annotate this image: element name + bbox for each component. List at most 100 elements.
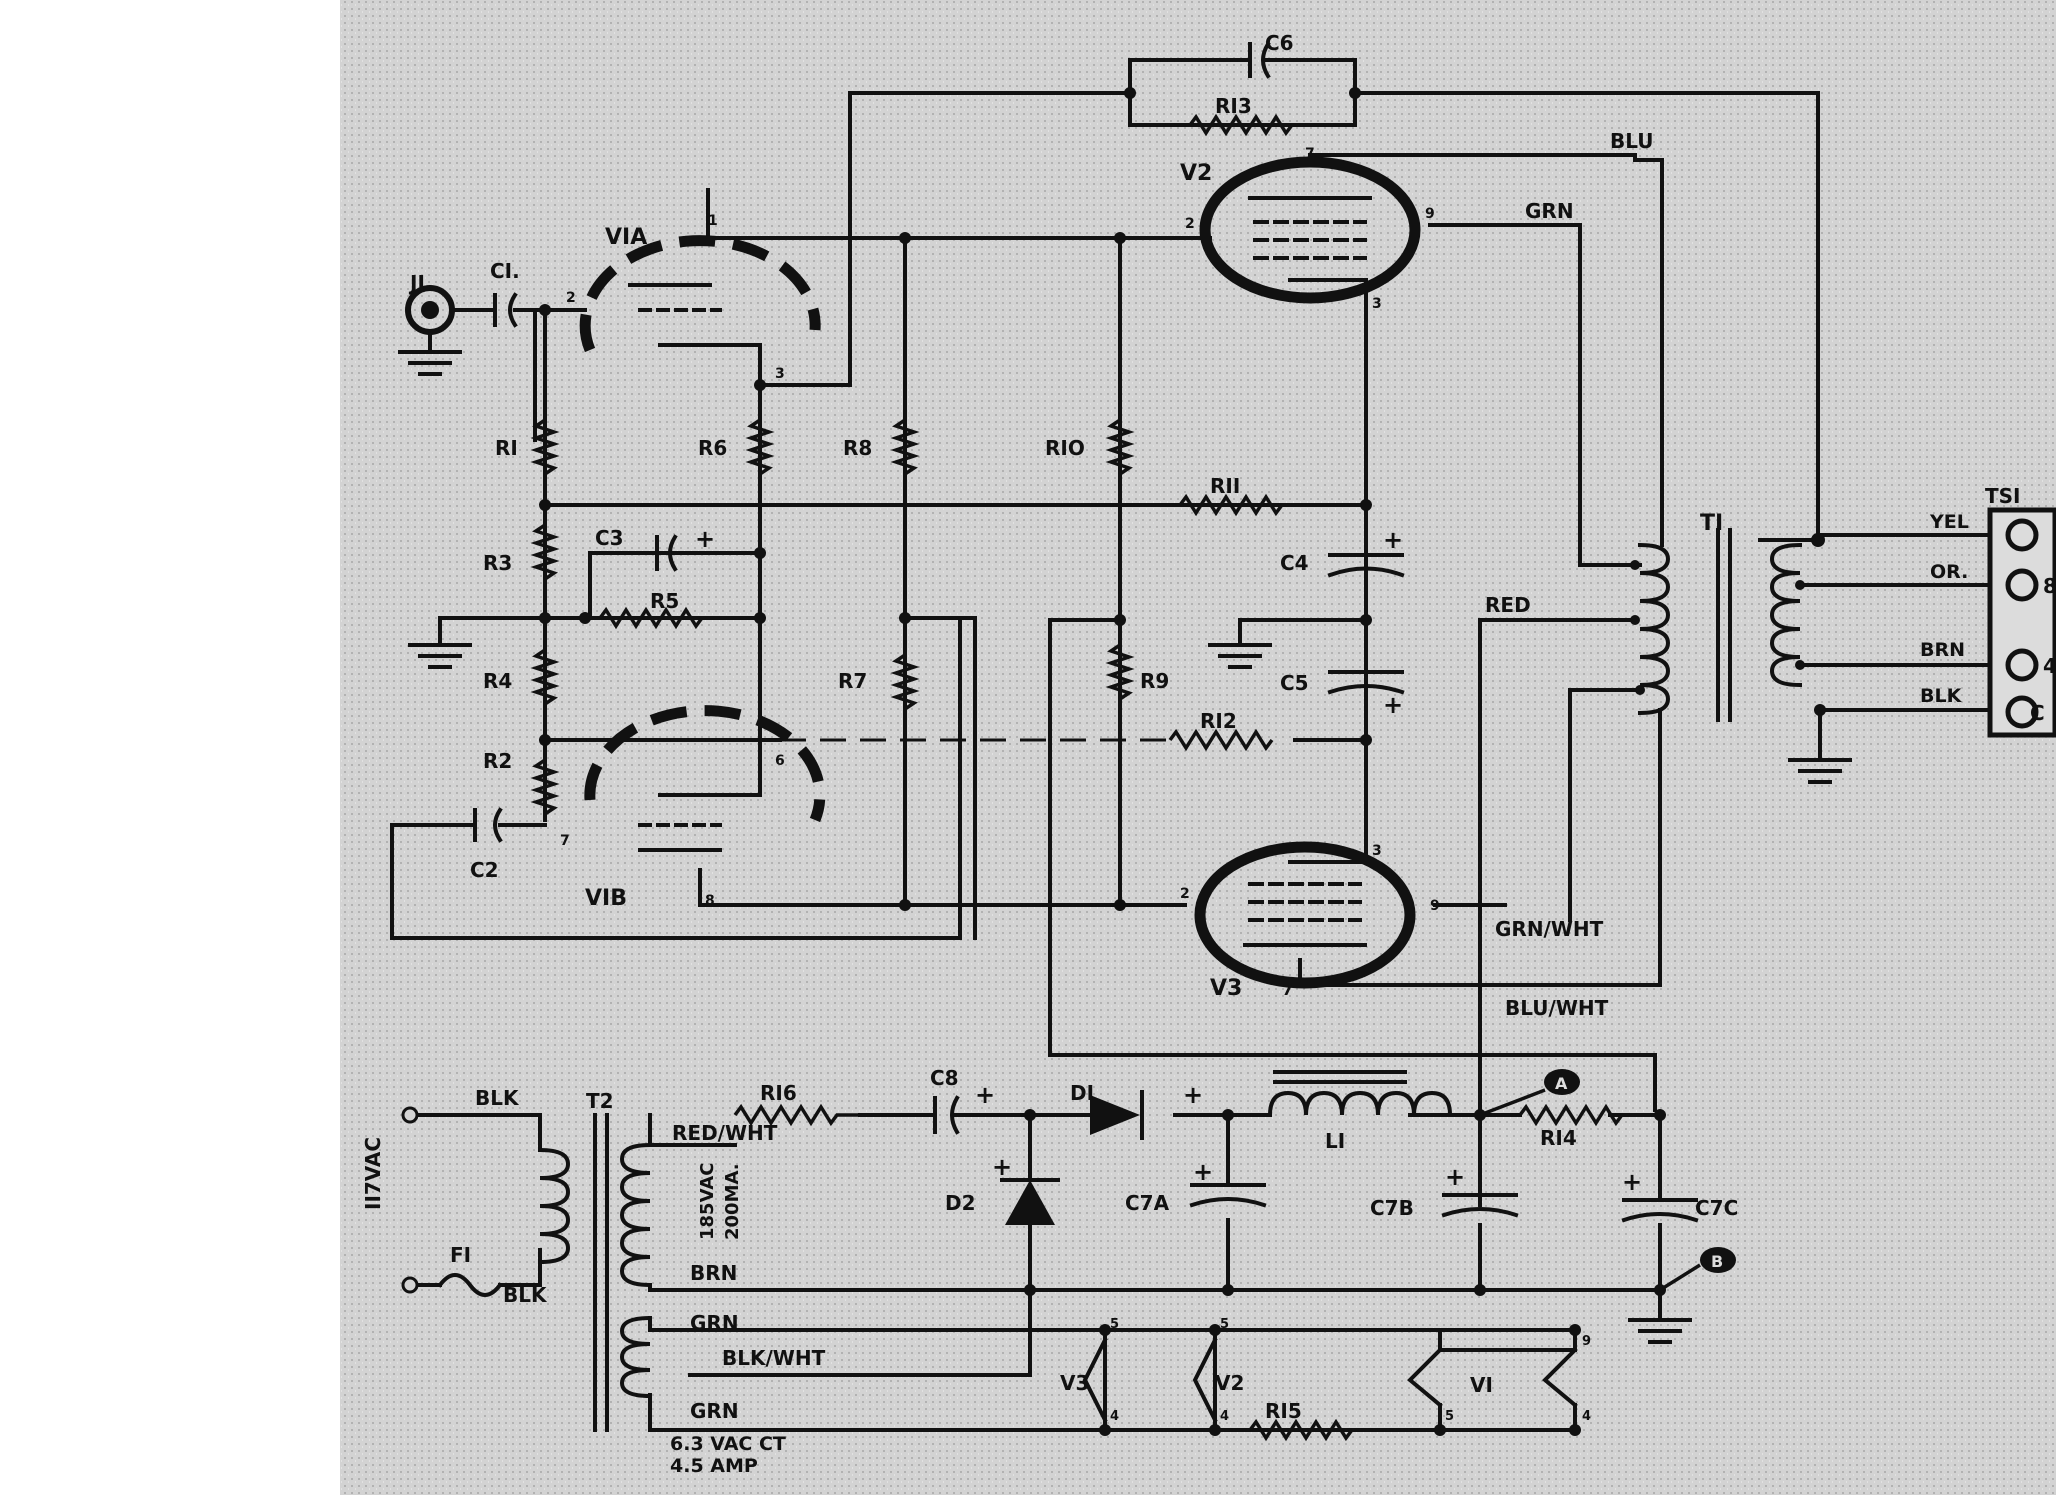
- resistor-r3: [530, 523, 560, 581]
- capacitor-c7b: [1441, 1193, 1519, 1218]
- diode-d1: [1090, 1090, 1144, 1140]
- label-heater-v2: V2: [1215, 1371, 1244, 1395]
- label-c7b: C7B: [1370, 1196, 1414, 1220]
- label-fil-ct: BLK/WHT: [722, 1346, 826, 1370]
- label-r16: RI6: [760, 1081, 797, 1105]
- labels: VIA VIB V2 V3 JI CI. C2 C3 C4 C5 C6 C7A …: [361, 31, 2056, 1477]
- label-wire-or: OR.: [1930, 561, 1968, 583]
- label-c3: C3: [595, 526, 624, 550]
- pin-5-heater-v1: 5: [1445, 1409, 1454, 1424]
- pin-4-heater-v2: 4: [1220, 1409, 1229, 1424]
- label-test-point-a: A: [1555, 1074, 1568, 1093]
- resistor-r4: [530, 648, 560, 706]
- label-wire-grn: GRN: [1525, 199, 1574, 223]
- wiring: [390, 91, 1992, 1432]
- label-wire-yel: YEL: [1929, 511, 1969, 533]
- pin-2-v3: 2: [1180, 886, 1190, 902]
- label-d1: DI: [1070, 1081, 1094, 1105]
- label-c1: CI.: [490, 259, 520, 283]
- resistor-r7: [890, 653, 920, 711]
- plus-c7c: +: [1622, 1168, 1642, 1196]
- label-terminal-8: 8: [2043, 574, 2056, 598]
- label-wire-blu: BLU: [1610, 129, 1654, 153]
- label-r6: R6: [698, 436, 727, 460]
- label-c4: C4: [1280, 551, 1309, 575]
- terminal-strip-tsi: [1987, 507, 2056, 738]
- resistor-r9: [1105, 643, 1135, 701]
- label-test-point-b: B: [1711, 1252, 1723, 1271]
- resistor-r1: [530, 418, 560, 476]
- label-r12: RI2: [1200, 709, 1237, 733]
- label-wire-blu-wht: BLU/WHT: [1505, 996, 1609, 1020]
- pin-3-v1a: 3: [775, 366, 785, 382]
- label-f1: FI: [450, 1243, 471, 1267]
- label-wire-red: RED: [1485, 593, 1531, 617]
- label-r10: RIO: [1045, 436, 1085, 460]
- resistor-r16: [733, 1103, 860, 1127]
- pin-9-v2: 9: [1425, 206, 1435, 222]
- plus-c7b: +: [1445, 1163, 1465, 1191]
- transformer-t2: [537, 1113, 653, 1432]
- label-c8: C8: [930, 1066, 959, 1090]
- pin-4-heater-v1: 4: [1582, 1409, 1591, 1424]
- pin-6-v1b: 6: [775, 753, 785, 769]
- label-c7c: C7C: [1695, 1196, 1738, 1220]
- capacitor-c2: [473, 807, 517, 843]
- plus-c4: +: [1383, 526, 1403, 554]
- label-tsi: TSI: [1985, 484, 2021, 508]
- heaters: [1082, 1337, 1578, 1423]
- tube-v1a: [579, 235, 821, 387]
- resistor-r15: [1248, 1418, 1354, 1442]
- label-fil-rating-2: 4.5 AMP: [670, 1455, 758, 1477]
- label-c5: C5: [1280, 671, 1309, 695]
- label-fil-top: GRN: [690, 1311, 739, 1335]
- label-c6: C6: [1265, 31, 1294, 55]
- jack-j1: [405, 285, 455, 354]
- pin-5-heater-v3: 5: [1110, 1317, 1119, 1332]
- resistor-r14: [1518, 1103, 1624, 1127]
- label-v1b: VIB: [585, 886, 627, 911]
- pin-7-v3: 7: [1282, 980, 1293, 999]
- pin-7-v1b: 7: [560, 833, 570, 849]
- resistor-r5: [598, 606, 704, 630]
- resistors: [530, 113, 1624, 1442]
- junction-dots: [401, 87, 1826, 1436]
- label-r4: R4: [483, 669, 512, 693]
- plus-c8: +: [975, 1081, 995, 1109]
- plus-c7a: +: [1193, 1158, 1213, 1186]
- resistor-r8: [890, 418, 920, 476]
- label-r9: R9: [1140, 669, 1169, 693]
- tube-v2: [1199, 156, 1421, 304]
- label-wire-brn: BRN: [1920, 639, 1965, 661]
- label-r2: R2: [483, 749, 512, 773]
- resistor-r2: [530, 758, 560, 816]
- plus-d2: +: [992, 1153, 1012, 1181]
- tube-v3: [1194, 841, 1416, 989]
- label-r1: RI: [495, 436, 518, 460]
- label-r11: RII: [1210, 474, 1240, 498]
- label-terminal-4: 4: [2043, 654, 2056, 678]
- pin-5-heater-v2: 5: [1220, 1317, 1229, 1332]
- label-wire-grn-wht: GRN/WHT: [1495, 917, 1604, 941]
- label-v1a: VIA: [605, 225, 647, 250]
- capacitor-c7c: [1621, 1198, 1699, 1223]
- capacitor-c7a: [1189, 1183, 1267, 1208]
- pin-3-v3: 3: [1372, 843, 1382, 859]
- label-r13: RI3: [1215, 94, 1252, 118]
- label-terminal-c: C: [2030, 701, 2045, 725]
- resistor-r13: [1188, 113, 1294, 137]
- label-heater-v1: VI: [1470, 1373, 1493, 1397]
- ground-symbols: [398, 350, 1852, 1344]
- resistor-r10: [1105, 418, 1135, 476]
- pin-4-heater-v3: 4: [1110, 1409, 1119, 1424]
- label-r8: R8: [843, 436, 872, 460]
- label-heater-v3: V3: [1060, 1371, 1089, 1395]
- pin-1: 1: [708, 213, 718, 229]
- pin-9-heater-v1: 9: [1582, 1334, 1591, 1349]
- label-v2: V2: [1180, 161, 1212, 186]
- label-r7: R7: [838, 669, 867, 693]
- label-mains: II7VAC: [361, 1137, 385, 1210]
- label-primary-bottom: BLK: [503, 1283, 548, 1307]
- pin-9-v3: 9: [1430, 898, 1440, 914]
